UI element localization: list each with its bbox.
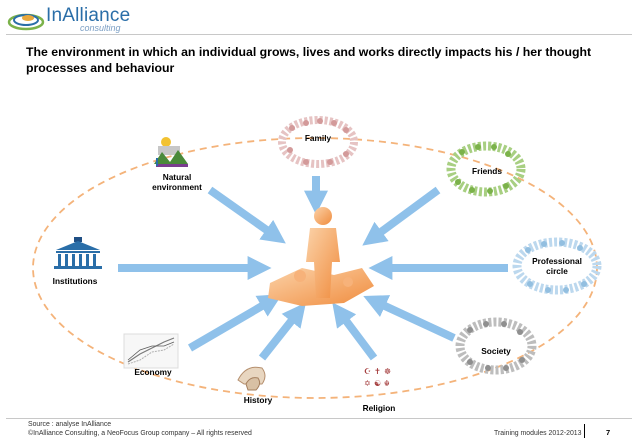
society-people-icon: [455, 317, 537, 375]
natural-environment-icon: [154, 137, 188, 167]
page-number: 7: [606, 428, 611, 437]
economy-chart-icon: [123, 333, 179, 369]
history-helmet-icon: [237, 366, 266, 391]
svg-text:✡: ✡: [364, 379, 371, 388]
header-divider: [6, 34, 632, 35]
institutions-building-icon: [54, 237, 102, 269]
label-friends: Friends: [472, 166, 502, 176]
footer-module: Training modules 2012-2013: [494, 430, 582, 437]
label-society: Society: [481, 346, 511, 356]
logo-swirl-icon: [7, 13, 45, 31]
arrow-from-friends: [362, 186, 441, 246]
influence-arrows: [118, 176, 508, 361]
label-history: History: [243, 395, 273, 405]
svg-text:✝: ✝: [374, 367, 381, 376]
logo-subtext: consulting: [80, 23, 121, 33]
svg-text:☪: ☪: [364, 367, 371, 376]
footer-copyright: ©InAlliance Consulting, a NeoFocus Group…: [28, 430, 252, 437]
company-logo: InAlliance consulting: [6, 5, 156, 34]
arrow-from-society: [363, 295, 456, 342]
footer-source: Source : analyse InAlliance: [28, 421, 112, 428]
logo-text: InAlliance: [46, 5, 131, 26]
label-institutions: Institutions: [52, 276, 98, 286]
label-natural-environment: Natural environment: [152, 172, 202, 192]
arrow-from-economy: [187, 294, 283, 352]
religion-symbols-icon: ☪✝☸ ✡☯☬: [364, 367, 391, 388]
slide-title: The environment in which an individual g…: [26, 45, 592, 75]
svg-text:☸: ☸: [384, 367, 391, 376]
professional-circle-people-icon: [512, 237, 602, 295]
friends-people-icon: [446, 141, 526, 197]
arrow-from-natural-environment: [207, 186, 286, 244]
footer-separator: [584, 424, 585, 438]
label-professional-circle: Professional circle: [532, 256, 582, 276]
arrow-from-history: [258, 302, 306, 361]
svg-text:☬: ☬: [384, 379, 390, 388]
svg-text:☯: ☯: [374, 379, 381, 388]
label-family: Family: [304, 133, 332, 143]
footer-divider: [6, 418, 632, 419]
individual-figure-icon: [268, 207, 374, 306]
label-economy: Economy: [134, 367, 172, 377]
arrow-from-religion: [332, 302, 378, 361]
family-people-icon: [278, 116, 358, 168]
label-religion: Religion: [362, 403, 396, 413]
